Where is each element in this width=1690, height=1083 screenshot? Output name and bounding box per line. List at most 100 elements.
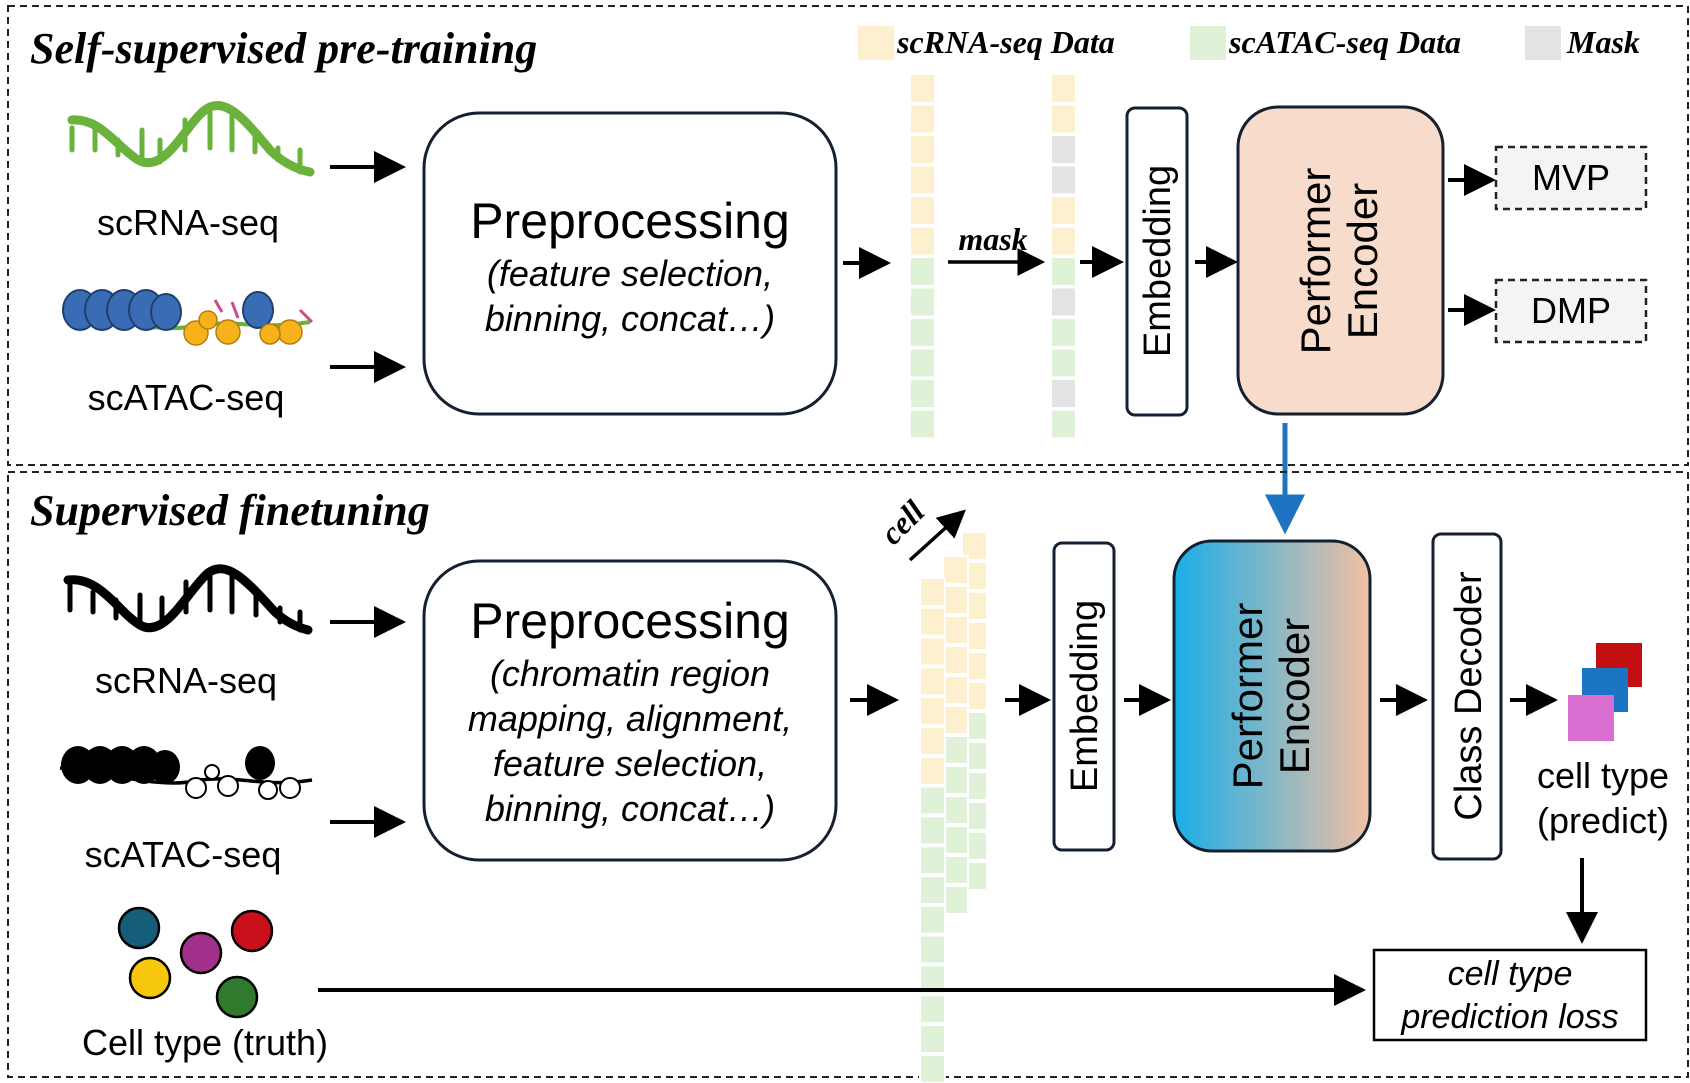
class-decoder-box [1431,532,1503,861]
finetune-prep-line-3: feature selection, [493,743,767,784]
token-cell [1050,347,1077,379]
token-cell [919,785,946,816]
pretrain-masked-tokens [1050,73,1077,440]
legend: scRNA-seq Data scATAC-seq Data Mask [858,24,1640,60]
token-cell [1050,225,1077,257]
token-cell [919,934,946,965]
finetune-preprocessing-box [422,559,838,862]
finetune-prep-line-4: binning, concat…) [485,788,775,829]
rna-helix-icon [67,101,315,177]
finetune-token-stack [919,531,988,1083]
pretrain-embedding-label: Embedding [1137,165,1179,357]
token-cell [909,73,936,104]
token-cell [909,317,936,348]
legend-label-atac: scATAC-seq Data [1228,24,1461,60]
legend-swatch-mask [1525,26,1561,60]
token-cell [909,225,936,257]
pretrain-rna-label: scRNA-seq [97,202,279,243]
finetune-title: Supervised finetuning [30,486,430,535]
finetune-encoder-box [1172,539,1372,853]
token-cell [942,555,969,585]
truth-dot-red [230,909,274,953]
pred-square-pink [1568,695,1614,741]
loss-line-1: cell type [1448,955,1573,993]
token-cell [1050,286,1077,318]
token-cell [1050,164,1077,196]
truth-dot-teal [117,906,161,950]
token-cell [1050,195,1077,226]
token-cell [919,1024,946,1054]
dmp-label: DMP [1531,290,1611,331]
truth-dot-yellow [128,956,172,1000]
token-cell [919,726,946,756]
finetune-prep-line-1: (chromatin region [490,653,770,694]
legend-label-rna: scRNA-seq Data [896,24,1115,60]
token-cell [1050,73,1077,104]
truth-dot-green [215,975,259,1019]
finetune-prep-line-2: mapping, alignment, [468,698,792,739]
pretrain-prep-line-2: binning, concat…) [485,298,775,339]
pretrain-encoder-line-1: Performer [1292,168,1339,355]
pretrain-title: Self-supervised pre-training [30,24,537,73]
token-cell [942,585,969,615]
token-cell [942,855,969,885]
predict-line-1: cell type [1537,755,1669,796]
token-cell [919,994,946,1025]
cell-axis-label: cell [873,493,931,551]
mvp-label: MVP [1532,157,1610,198]
token-cell [919,845,946,876]
token-cell [909,378,936,409]
chromatin-black-icon [59,746,313,800]
token-cell [942,645,969,675]
token-cell [919,755,946,786]
legend-label-mask: Mask [1566,24,1640,60]
token-cell [919,636,946,667]
legend-swatch-atac [1190,26,1226,60]
token-cell [942,885,969,915]
finetune-panel [7,471,1689,1078]
cell-type-truth-dots [117,906,274,1019]
token-cell [1050,103,1077,135]
token-cell [942,675,969,705]
token-cell [909,347,936,379]
token-cell [909,164,936,196]
token-cell [919,577,946,607]
token-cell [909,286,936,318]
finetune-embedding-box [1052,541,1116,852]
loss-line-2: prediction loss [1400,998,1618,1036]
cell-axis-arrow [908,509,966,562]
token-cell [1050,378,1077,409]
legend-swatch-rna [858,26,894,60]
token-cell [909,195,936,226]
token-cell [942,795,969,825]
dmp-box [1494,278,1648,344]
truth-dot-purple [179,931,223,975]
token-cell [942,735,969,765]
pretrain-atac-label: scATAC-seq [88,377,285,418]
mvp-box [1494,145,1648,211]
token-cell [919,904,946,935]
token-cell [1050,317,1077,348]
token-cell [919,815,946,846]
mask-label: mask [958,221,1027,257]
token-cell [919,666,946,697]
pretrain-encoder-box [1236,105,1445,416]
loss-box [1372,948,1648,1042]
finetune-atac-label: scATAC-seq [85,834,282,875]
token-cell [919,875,946,905]
pretrain-input-tokens [909,73,936,440]
rna-helix-black-icon [63,564,313,635]
pretrain-preprocessing-box [422,111,838,416]
token-cell [909,103,936,135]
token-cell [942,765,969,795]
token-cell [909,134,936,165]
class-decoder-label: Class Decoder [1448,571,1490,821]
predict-line-2: (predict) [1537,800,1669,841]
pretrain-embedding-box [1125,106,1189,417]
token-cell [1050,408,1077,440]
token-cell [942,825,969,855]
finetune-embedding-label: Embedding [1064,600,1106,792]
token-cell [919,1053,946,1083]
token-cell [1050,134,1077,165]
